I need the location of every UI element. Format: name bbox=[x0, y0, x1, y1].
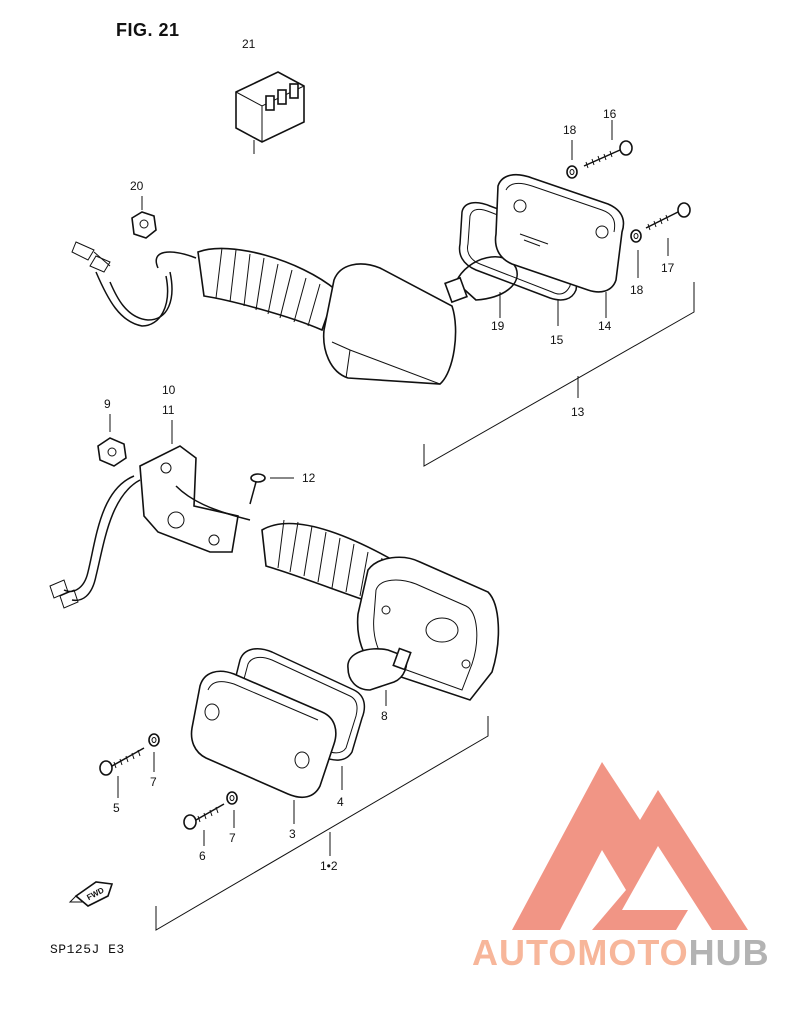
bulb-part-19[interactable] bbox=[444, 256, 518, 304]
screw-part-17[interactable] bbox=[645, 202, 691, 231]
washer-part-7-lower[interactable] bbox=[226, 791, 238, 805]
callout-19: 19 bbox=[491, 319, 505, 333]
callout-7-lower: 7 bbox=[229, 831, 236, 845]
watermark-text-part2: HUB bbox=[688, 932, 770, 973]
callout-13: 13 bbox=[571, 405, 585, 419]
callout-5: 5 bbox=[113, 801, 120, 815]
washer-part-7-top[interactable] bbox=[148, 733, 160, 747]
callout-14: 14 bbox=[598, 319, 612, 333]
nut-part-20[interactable] bbox=[131, 211, 157, 239]
callout-11: 11 bbox=[162, 403, 175, 417]
upper-indicator-assembly[interactable] bbox=[71, 241, 457, 385]
callout-16: 16 bbox=[603, 107, 617, 121]
washer-part-18-top[interactable] bbox=[566, 165, 578, 179]
callout-4: 4 bbox=[337, 795, 344, 809]
washer-part-18-right[interactable] bbox=[630, 229, 642, 243]
screw-part-12[interactable] bbox=[249, 473, 266, 505]
model-code: SP125J E3 bbox=[50, 942, 125, 957]
automotohub-logo-icon bbox=[512, 762, 748, 930]
callout-18-right: 18 bbox=[630, 283, 644, 297]
bulb-part-8[interactable] bbox=[347, 647, 412, 691]
screw-part-16[interactable] bbox=[583, 140, 633, 169]
callout-21: 21 bbox=[242, 37, 256, 51]
callout-15: 15 bbox=[550, 333, 564, 347]
screw-part-5[interactable] bbox=[99, 747, 145, 776]
watermark-text: AUTOMOTOHUB bbox=[472, 932, 770, 974]
callout-7-top: 7 bbox=[150, 775, 157, 789]
gasket-part-15[interactable] bbox=[458, 201, 583, 301]
callout-1-2: 1•2 bbox=[320, 859, 338, 873]
flasher-relay-part[interactable] bbox=[235, 71, 305, 154]
callout-9: 9 bbox=[104, 397, 111, 411]
callout-3: 3 bbox=[289, 827, 296, 841]
nut-part-9[interactable] bbox=[97, 437, 127, 467]
callout-17: 17 bbox=[661, 261, 675, 275]
lens-part-14[interactable] bbox=[494, 173, 625, 293]
screw-part-6[interactable] bbox=[183, 803, 225, 830]
figure-title: FIG. 21 bbox=[116, 20, 180, 40]
callout-8: 8 bbox=[381, 709, 388, 723]
lens-part-3[interactable] bbox=[190, 670, 337, 799]
callout-18-top: 18 bbox=[563, 123, 577, 137]
callout-20: 20 bbox=[130, 179, 144, 193]
bracket-part-10-11[interactable] bbox=[139, 445, 239, 553]
callout-10: 10 bbox=[162, 383, 176, 397]
watermark-text-part1: AUTOMOTO bbox=[472, 932, 689, 973]
callout-12: 12 bbox=[302, 471, 316, 485]
forward-arrow-icon: FWD bbox=[68, 881, 114, 907]
callout-6: 6 bbox=[199, 849, 206, 863]
